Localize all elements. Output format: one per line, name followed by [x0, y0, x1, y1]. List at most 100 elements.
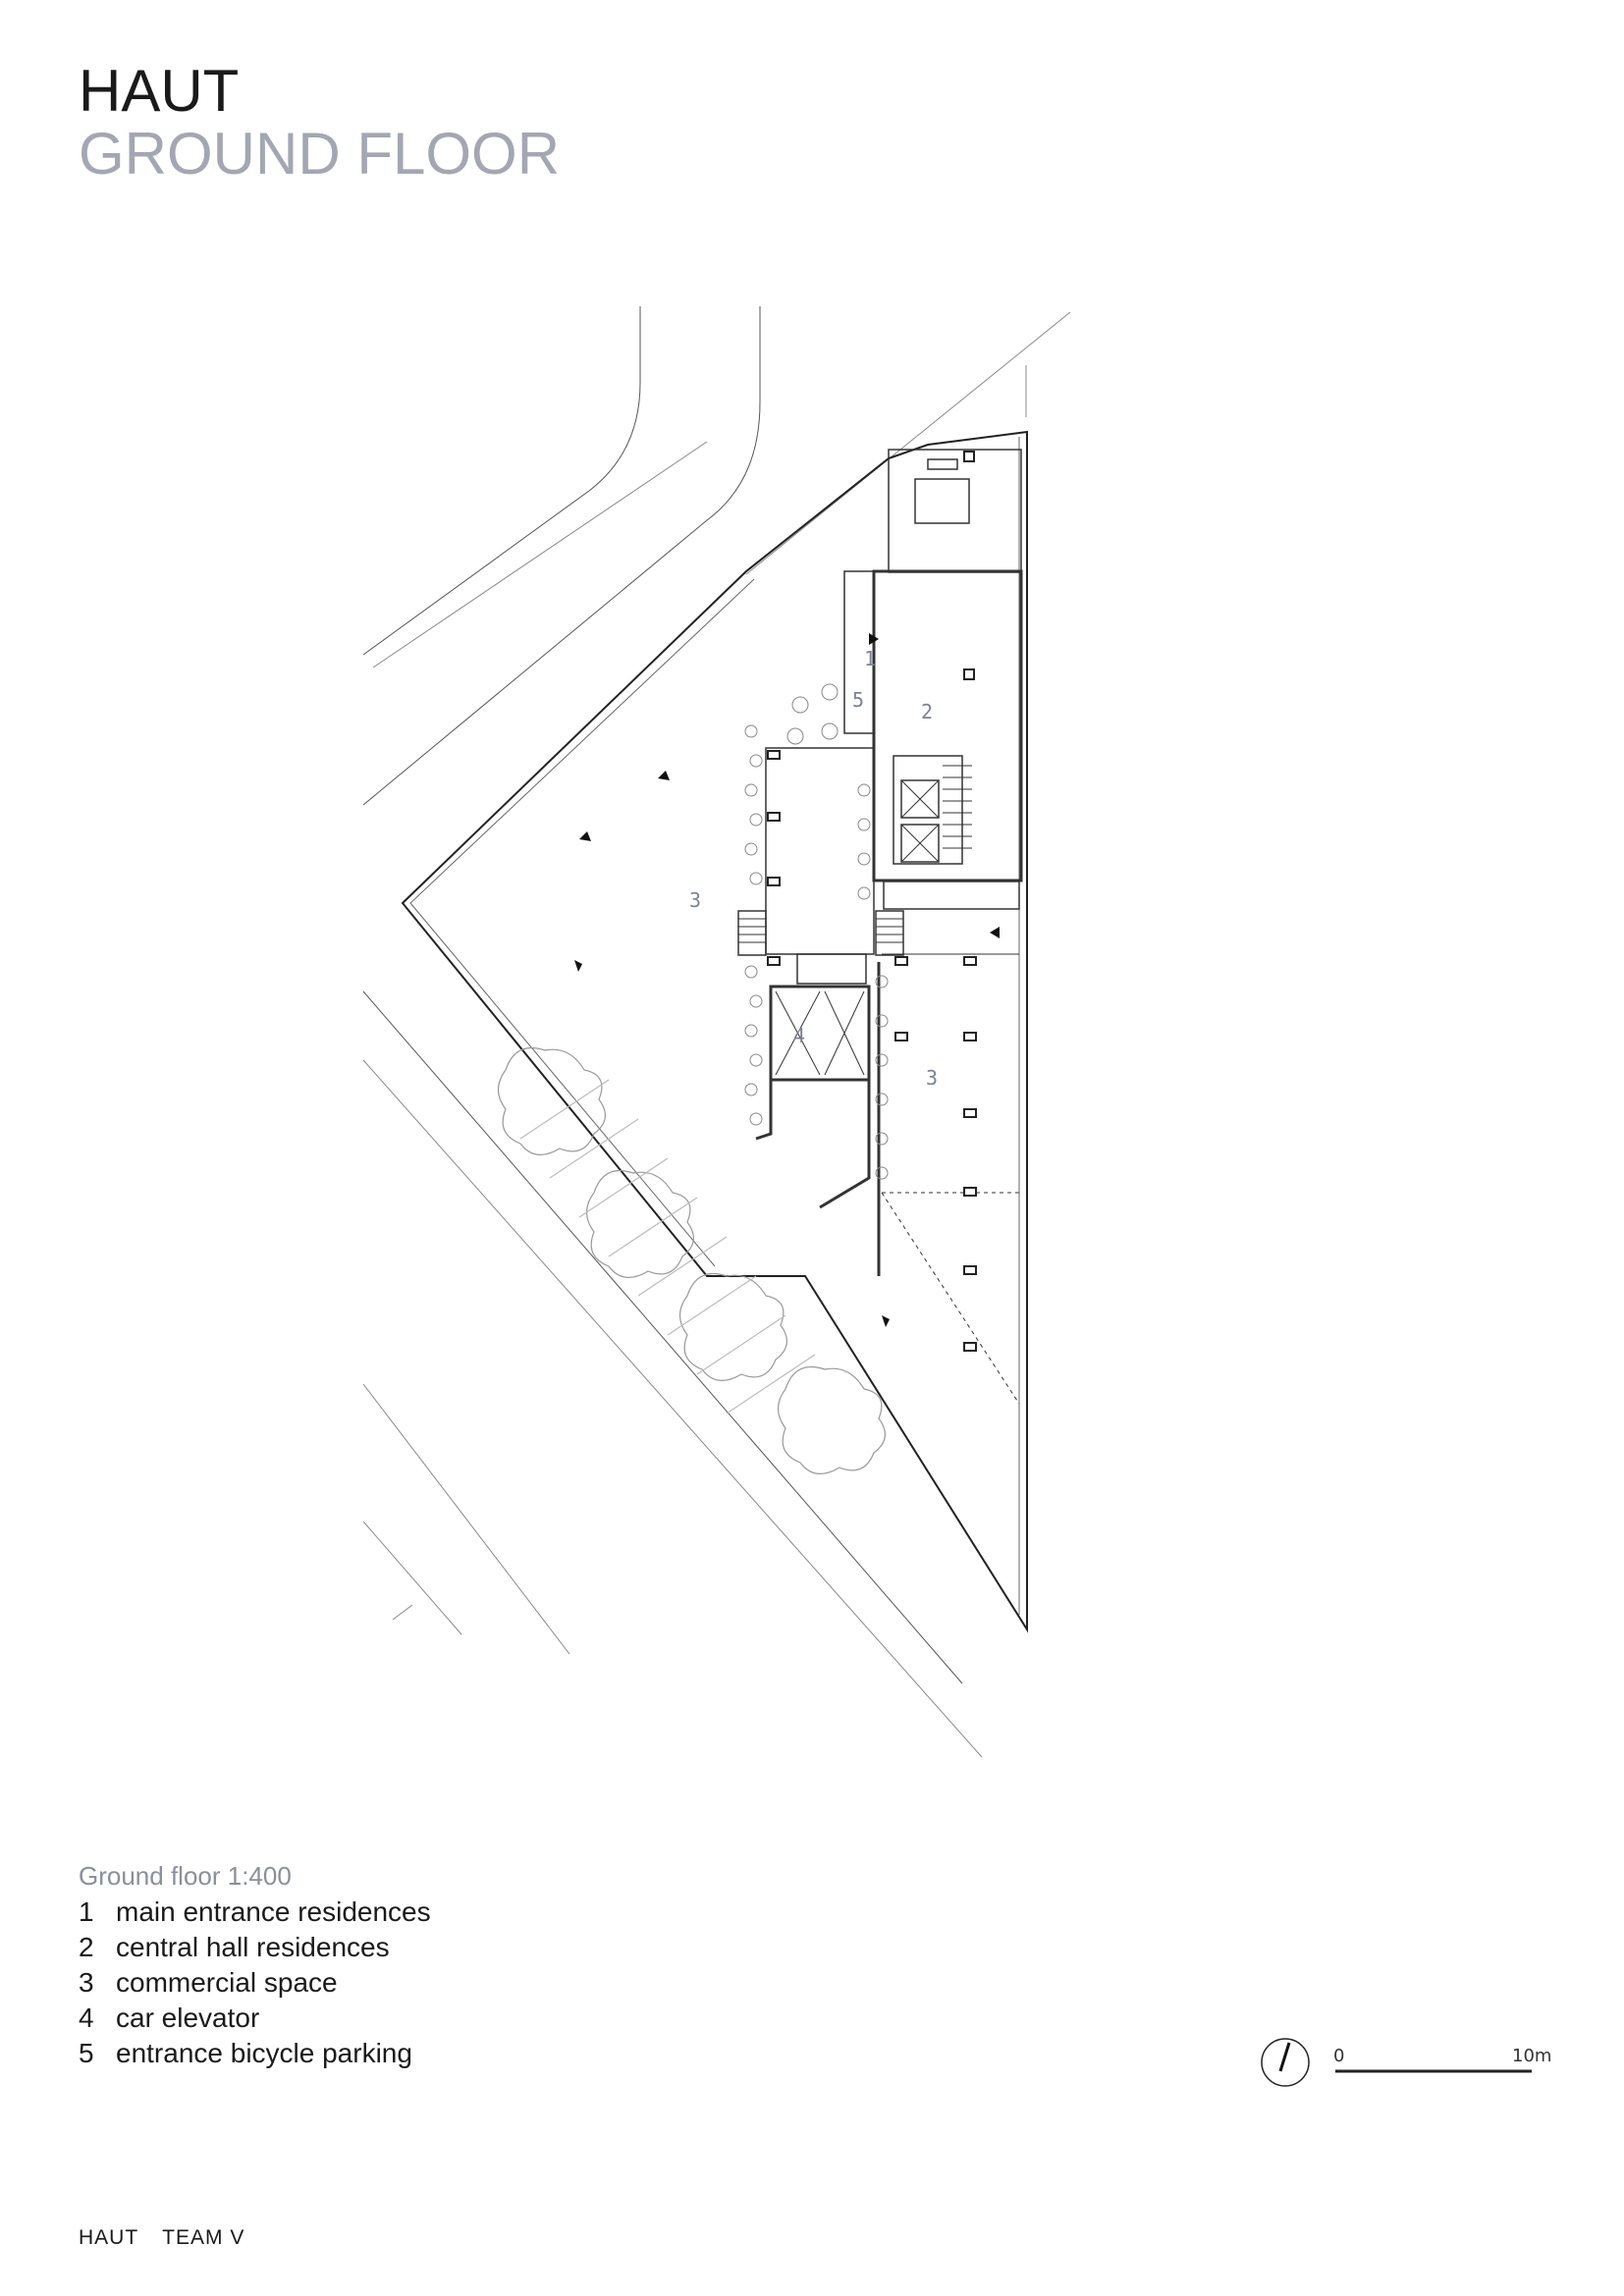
footer: HAUT TEAM V — [79, 2226, 244, 2250]
floor-plan: 1 2 3 3 4 5 — [362, 306, 1071, 1758]
shrub — [744, 842, 758, 856]
stairs-west — [737, 910, 767, 956]
elevator-shaft — [900, 824, 940, 863]
shrub — [744, 1083, 758, 1096]
street-edge-line — [362, 306, 761, 806]
column — [963, 956, 977, 966]
room-label: 5 — [852, 688, 864, 712]
column — [963, 1265, 977, 1275]
shrub — [749, 994, 763, 1008]
column — [963, 1342, 977, 1352]
lobby-furniture — [914, 478, 970, 524]
street-edge-line — [372, 441, 708, 668]
column — [767, 877, 781, 886]
room-label: 3 — [926, 1066, 938, 1090]
scale-start: 0 — [1333, 2046, 1344, 2066]
shrub — [875, 1014, 889, 1028]
car-elevator-cross — [775, 990, 865, 1076]
parking-stripes — [519, 1079, 816, 1415]
legend-heading: Ground floor 1:400 — [79, 1861, 292, 1891]
north-arrow-needle — [1278, 2042, 1291, 2072]
entrance-arrow — [579, 831, 591, 841]
entrance-zone — [888, 449, 1022, 573]
bench — [927, 458, 958, 470]
shrub — [875, 975, 889, 988]
street-edge-line — [362, 306, 641, 656]
shrub — [857, 886, 871, 900]
stairs-east — [875, 910, 904, 956]
tree-canopy — [777, 1365, 886, 1474]
street-edge-line — [362, 990, 963, 1684]
shrub — [875, 1166, 889, 1180]
tree-small — [821, 722, 839, 740]
scale-bar: 0 10m — [1261, 2038, 1551, 2087]
shrub — [749, 754, 763, 768]
stair-treads — [943, 765, 972, 849]
stair-block — [893, 755, 963, 865]
street-edge-line — [392, 1604, 413, 1621]
elevator-shaft — [900, 779, 940, 819]
dashed-line — [881, 1192, 1020, 1405]
tree-small — [821, 683, 839, 701]
entrance-arrow — [574, 960, 582, 972]
shrub — [744, 965, 758, 979]
tree-small — [786, 727, 804, 745]
north-arrow-icon — [1261, 2038, 1310, 2087]
service-rooms — [883, 881, 1020, 910]
room-label: 3 — [689, 888, 701, 912]
entrance-arrow — [882, 1315, 890, 1327]
technical-rooms — [796, 953, 867, 985]
footer-project: HAUT — [79, 2226, 139, 2249]
commercial-block-west — [765, 747, 875, 955]
car-ramp — [755, 962, 881, 1276]
scale-end: 10m — [1512, 2046, 1551, 2066]
building-outline — [401, 430, 1028, 1633]
column — [767, 812, 781, 822]
shrub — [749, 1053, 763, 1067]
footer-team: TEAM V — [162, 2226, 245, 2249]
shrub — [749, 872, 763, 885]
page-title: HAUT — [79, 58, 240, 124]
column — [963, 668, 975, 680]
column — [963, 451, 975, 462]
street-edge-line — [362, 1383, 570, 1655]
entrance-arrow — [990, 927, 1000, 938]
stairs-treads — [738, 918, 903, 943]
bicycle-room — [843, 570, 875, 734]
column — [767, 750, 781, 760]
column — [894, 1032, 908, 1041]
column — [963, 1032, 977, 1041]
shrub — [744, 1024, 758, 1038]
entrance-arrow — [658, 771, 670, 780]
page-subtitle: GROUND FLOOR — [79, 121, 561, 187]
site-line — [745, 311, 1071, 575]
room-label: 1 — [864, 647, 876, 670]
entrance-arrow — [869, 633, 879, 645]
shrub — [857, 852, 871, 866]
column — [767, 956, 781, 966]
central-hall — [872, 569, 1023, 882]
shrub — [875, 1132, 889, 1146]
tree-canopy — [497, 1046, 606, 1155]
street-edge-line — [362, 1521, 462, 1635]
shrub — [857, 818, 871, 831]
column — [963, 1108, 977, 1118]
tree-small — [791, 696, 809, 714]
street-edge-line — [362, 1059, 983, 1758]
building-outline-inner — [409, 578, 755, 1267]
shrub — [749, 813, 763, 827]
shrub — [749, 1112, 763, 1126]
shrub — [744, 783, 758, 797]
column — [963, 1187, 977, 1197]
room-label: 4 — [793, 1024, 805, 1047]
shrub — [875, 1053, 889, 1067]
shrub — [744, 724, 758, 738]
elevator-cross — [900, 779, 940, 863]
column — [894, 956, 908, 966]
room-label: 2 — [921, 700, 933, 723]
